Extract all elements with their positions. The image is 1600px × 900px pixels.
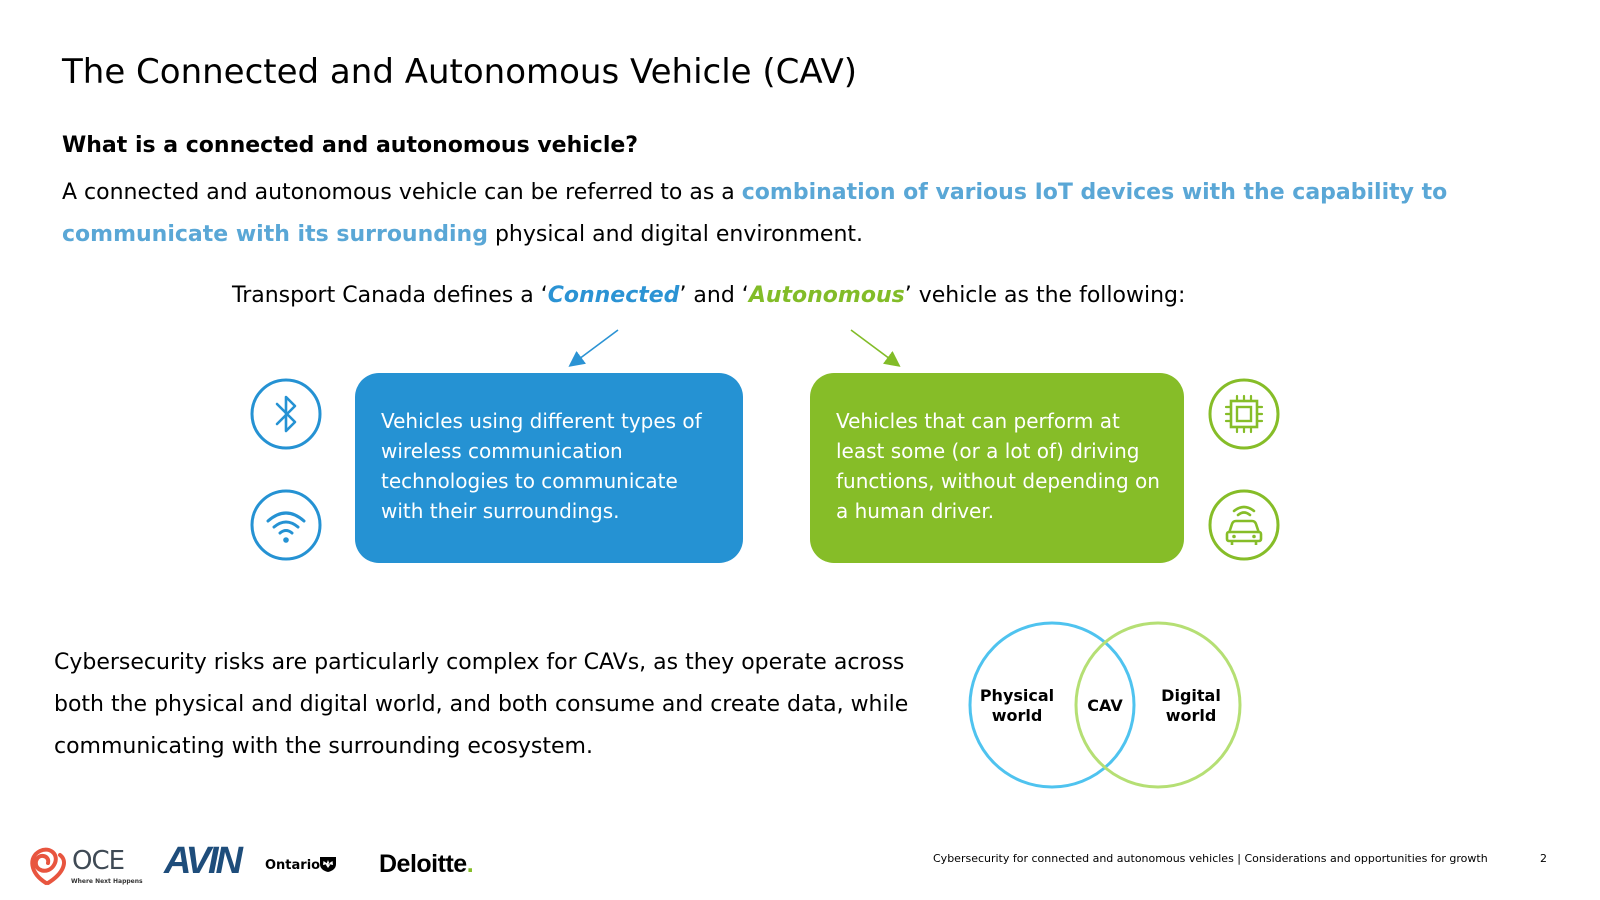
risk-paragraph: Cybersecurity risks are particularly com… [54,650,909,759]
car-signal-icon [1208,489,1280,561]
definition-middle: ’ and ‘ [679,283,749,308]
oce-tagline: Where Next Happens [71,878,143,885]
ontario-trillium-icon [320,857,336,872]
deloitte-logo: Deloitte. [379,850,474,879]
venn-right-label-1: Digital [1161,686,1221,705]
slide-title: The Connected and Autonomous Vehicle (CA… [62,52,857,92]
page-number: 2 [1540,852,1547,865]
wifi-icon [250,489,322,561]
connected-definition-text: Vehicles using different types of wirele… [381,409,702,523]
venn-left-label-2: world [992,706,1043,725]
connected-arrow [568,329,619,367]
ontario-logo-text: Ontario [265,858,321,873]
section-heading: What is a connected and autonomous vehic… [62,133,639,158]
definition-prefix: Transport Canada defines a ‘ [232,283,548,308]
intro-paragraph: A connected and autonomous vehicle can b… [62,172,1482,256]
bluetooth-icon [250,378,322,450]
autonomous-arrow [850,329,901,367]
oce-logo-mark [30,847,66,885]
deloitte-wordmark: Deloitte [379,850,467,878]
intro-text-start: A connected and autonomous vehicle can b… [62,180,742,205]
chip-icon [1208,378,1280,450]
deloitte-dot: . [466,850,474,878]
footer-caption: Cybersecurity for connected and autonomo… [933,852,1488,865]
venn-center-label: CAV [1087,696,1123,715]
autonomous-term: Autonomous [748,283,905,308]
definition-line: Transport Canada defines a ‘Connected’ a… [232,283,1185,308]
venn-right-label-2: world [1166,706,1217,725]
venn-diagram: Physical world CAV Digital world [968,621,1242,789]
definition-suffix: ’ vehicle as the following: [904,283,1186,308]
avin-logo: AVIN [164,840,243,882]
intro-text-end: physical and digital environment. [487,222,863,247]
venn-left-label-1: Physical [980,686,1054,705]
autonomous-definition-box: Vehicles that can perform at least some … [810,373,1184,563]
oce-logo-text: OCE [72,846,125,876]
digital-world-circle [1074,621,1242,789]
connected-term: Connected [547,283,680,308]
intro-highlight: combination of various IoT devices with … [62,180,1448,247]
connected-definition-box: Vehicles using different types of wirele… [355,373,743,563]
physical-world-circle [968,621,1136,789]
autonomous-definition-text: Vehicles that can perform at least some … [836,409,1160,523]
